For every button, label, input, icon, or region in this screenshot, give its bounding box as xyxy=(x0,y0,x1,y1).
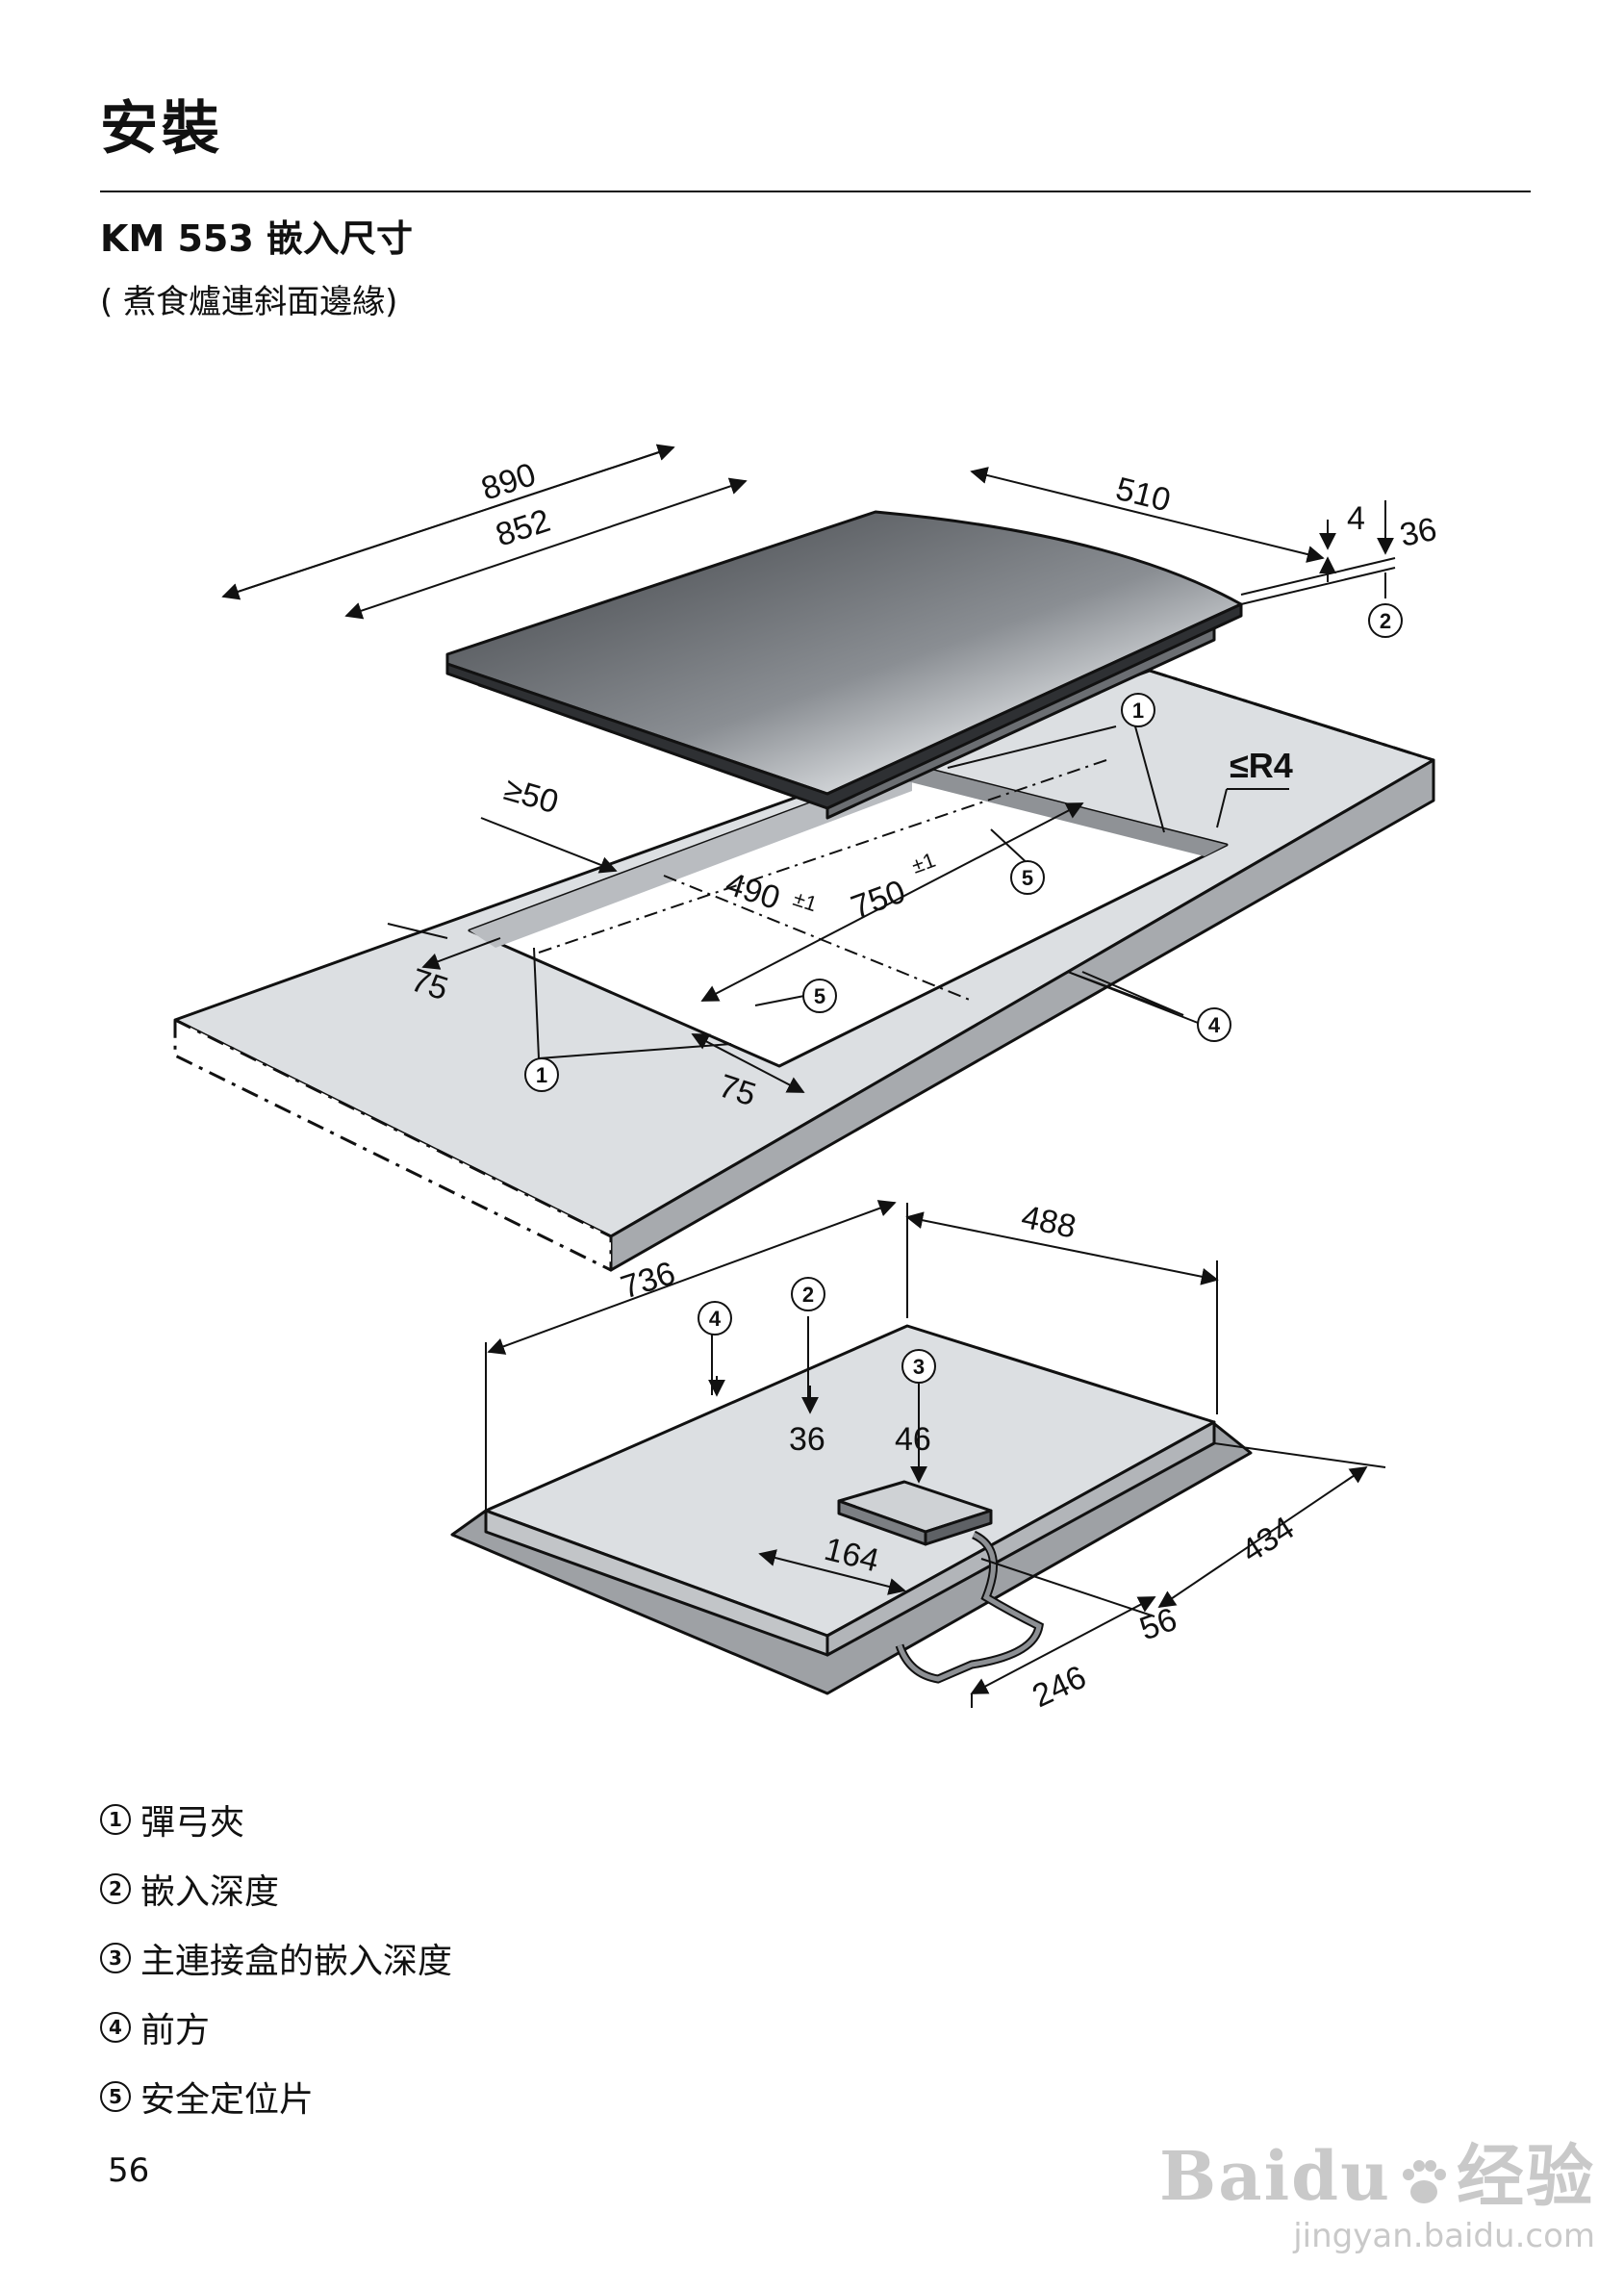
dim-36-mid: 36 xyxy=(789,1421,825,1458)
watermark-url: jingyan.baidu.com xyxy=(1293,2217,1595,2255)
callout-5-top: 5 xyxy=(1022,866,1033,890)
dim-36-top: 36 xyxy=(1397,511,1440,554)
countertop-top-surface xyxy=(173,669,1435,1238)
page-title: 安裝 xyxy=(100,95,223,163)
legend-badge-1: 1 xyxy=(100,1804,131,1835)
underside-base xyxy=(484,1324,1216,1638)
callout-5-front: 5 xyxy=(814,984,825,1008)
title-divider xyxy=(100,191,1531,192)
callout-2-bottom: 2 xyxy=(802,1283,814,1307)
dim-75-front: 75 xyxy=(715,1067,761,1113)
section-subtitle: ( 煮食爐連斜面邊緣) xyxy=(100,283,398,321)
dim-434: 434 xyxy=(1235,1510,1301,1570)
dim-490: 490 xyxy=(722,865,785,917)
callout-2-top: 2 xyxy=(1380,609,1391,633)
countertop-back-edge xyxy=(1149,669,1434,762)
page-number: 56 xyxy=(108,2151,150,2190)
callout-1-top: 1 xyxy=(1132,699,1144,723)
underside-base-front xyxy=(825,1420,1216,1657)
dim-490-tol: ±1 xyxy=(790,886,820,916)
cooktop-body xyxy=(477,614,1216,820)
connection-box-side xyxy=(924,1509,993,1546)
countertop-front-edge xyxy=(609,758,1435,1272)
legend-item-3: 3 主連接盒的嵌入深度 xyxy=(100,1923,452,1993)
dim-750-tol: ±1 xyxy=(908,848,938,878)
dim-4: 4 xyxy=(1347,500,1365,537)
paw-icon xyxy=(1403,2160,1446,2203)
legend-item-2: 2 嵌入深度 xyxy=(100,1854,452,1923)
cooktop-glass-edge xyxy=(445,602,1243,810)
cooktop-glass xyxy=(445,510,1243,796)
legend-list: 1 彈弓夾 2 嵌入深度 3 主連接盒的嵌入深度 4 前方 5 安全定位片 xyxy=(100,1785,452,2131)
dim-488: 488 xyxy=(1018,1199,1078,1246)
legend-label-4: 前方 xyxy=(140,2011,211,2050)
legend-badge-5: 5 xyxy=(100,2081,131,2112)
dim-890: 890 xyxy=(477,456,541,508)
dim-736: 736 xyxy=(617,1255,680,1307)
cooktop-underside xyxy=(450,1324,1253,1695)
legend-item-5: 5 安全定位片 xyxy=(100,2062,452,2131)
dim-246: 246 xyxy=(1027,1659,1091,1715)
legend-badge-4: 4 xyxy=(100,2012,131,2043)
cooktop xyxy=(445,510,1243,820)
callout-4-bottom: 4 xyxy=(709,1307,722,1331)
watermark-brand: Baidu xyxy=(1159,2136,1391,2216)
power-cable xyxy=(895,1530,1044,1684)
countertop-cutout xyxy=(468,763,1229,1068)
legend-badge-3: 3 xyxy=(100,1943,131,1973)
callout-1-front: 1 xyxy=(536,1063,547,1087)
cutout-right-wall xyxy=(900,765,1227,856)
underside-base-side xyxy=(484,1509,829,1657)
dim-750: 750 xyxy=(847,873,910,926)
centerline-b xyxy=(663,875,973,1002)
section-heading: KM 553 嵌入尺寸 xyxy=(100,217,414,260)
dim-ge50: ≥50 xyxy=(500,771,563,821)
countertop-side-edge xyxy=(173,1018,613,1272)
callout-4-top: 4 xyxy=(1208,1013,1221,1037)
legend-label-3: 主連接盒的嵌入深度 xyxy=(140,1942,453,1981)
underside-glass-rim xyxy=(450,1420,1253,1695)
connection-box-top xyxy=(837,1480,993,1534)
dim-510: 510 xyxy=(1112,471,1174,520)
cutout-back-wall xyxy=(469,765,912,948)
dim-852: 852 xyxy=(492,502,555,554)
callout-3-bottom: 3 xyxy=(913,1355,925,1379)
legend-item-4: 4 前方 xyxy=(100,1993,452,2062)
connection-box-front xyxy=(837,1499,927,1546)
dim-46: 46 xyxy=(895,1421,931,1458)
legend-item-1: 1 彈弓夾 xyxy=(100,1785,452,1854)
callout-badges xyxy=(533,725,1199,1434)
centerline-a xyxy=(538,759,1107,954)
legend-label-1: 彈弓夾 xyxy=(140,1803,245,1843)
watermark-cn: 经验 xyxy=(1457,2136,1595,2216)
legend-label-2: 嵌入深度 xyxy=(140,1872,280,1912)
legend-label-5: 安全定位片 xyxy=(140,2080,315,2120)
legend-badge-2: 2 xyxy=(100,1873,131,1904)
dim-56: 56 xyxy=(1135,1601,1182,1648)
countertop xyxy=(173,669,1435,1272)
dim-75-left: 75 xyxy=(407,961,453,1007)
dim-164: 164 xyxy=(821,1531,882,1580)
dim-r4: ≤R4 xyxy=(1230,746,1293,785)
